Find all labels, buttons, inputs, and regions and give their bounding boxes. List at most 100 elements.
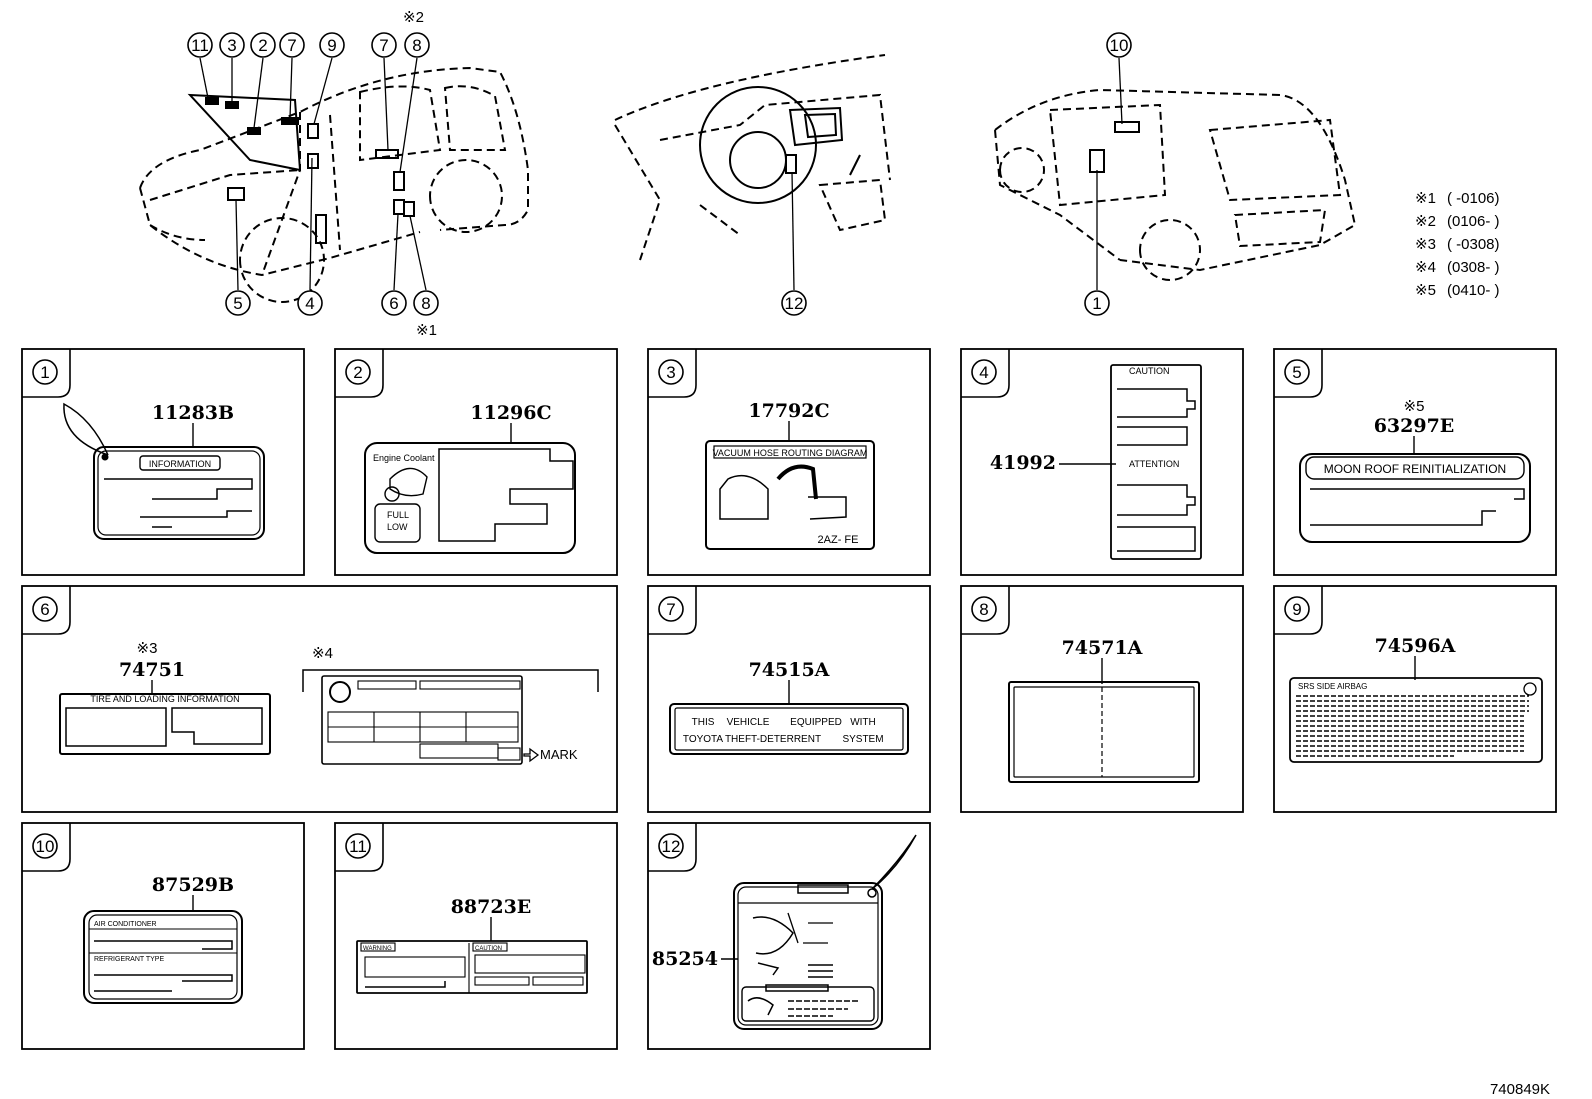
panel-callout: 4: [971, 359, 997, 385]
date-note-range: ( -0106): [1447, 190, 1500, 207]
date-note-range: ( -0308): [1447, 236, 1500, 253]
label-text: THIS: [692, 717, 715, 728]
front-vehicle-illustration: [139, 66, 529, 303]
callout-number: 1: [40, 363, 49, 382]
label-outline: [474, 976, 530, 986]
label-line: [171, 707, 263, 745]
label-line: [94, 974, 233, 982]
label-outline: [419, 680, 521, 690]
callout-number: 2: [353, 363, 362, 382]
date-note-ref: ※4: [312, 645, 333, 662]
callout-number: 6: [389, 294, 398, 313]
label-line: [788, 1000, 858, 1017]
callout-number: 11: [191, 36, 209, 55]
airbag-text-lines: [1296, 695, 1529, 757]
label-heading: AIR CONDITIONER: [94, 921, 157, 928]
label-line: [797, 884, 849, 894]
callout-5: 5: [225, 290, 251, 316]
tag-string: [63, 402, 109, 456]
rear-vehicle-illustration: [994, 88, 1357, 281]
callout-number: 2: [258, 36, 267, 55]
date-note-mark: ※3: [1415, 236, 1436, 253]
warning-icon: [1523, 682, 1537, 696]
dashboard-illustration: [614, 54, 891, 261]
label-heading: SRS SIDE AIRBAG: [1298, 682, 1367, 691]
front-view-label-marks: [227, 123, 415, 244]
ac-label-inner: [88, 914, 238, 1000]
label-outline: [472, 942, 508, 952]
panel-border: [1273, 348, 1557, 576]
panel-border: [334, 822, 618, 1050]
panel-border: [1273, 585, 1557, 813]
label-line: [808, 964, 833, 978]
part-number: 41992: [990, 452, 1056, 474]
engine-code: 2AZ- FE: [818, 534, 859, 546]
callout-number: 12: [662, 837, 681, 856]
callout-number: 12: [785, 294, 804, 313]
callout-number: 8: [412, 36, 421, 55]
date-note-mark: ※4: [1415, 259, 1436, 276]
part-number: 74596A: [1375, 635, 1456, 657]
label-heading: TIRE AND LOADING INFORMATION: [90, 694, 239, 704]
callout-number: 7: [379, 36, 388, 55]
callout-number: 8: [421, 294, 430, 313]
callout-number: 11: [349, 837, 367, 856]
callout-number: 3: [666, 363, 675, 382]
arrow-icon: [523, 747, 540, 763]
engine-outline: [719, 474, 769, 520]
panel-callout: 2: [345, 359, 371, 385]
panel-callout: 8: [971, 596, 997, 622]
seat-figure: [752, 916, 794, 955]
label-line: [140, 510, 252, 518]
rear-leader-top: [1118, 57, 1123, 125]
label-line: [1117, 526, 1196, 552]
label-line: [94, 940, 233, 950]
part-number: 85254: [652, 948, 718, 970]
part-number: 11296C: [470, 402, 551, 424]
callout-12: 12: [781, 290, 807, 316]
callout-number: 7: [666, 600, 675, 619]
date-note-range: (0308- ): [1447, 259, 1500, 276]
label-line: [1310, 488, 1525, 500]
theft-label: [669, 703, 909, 755]
label-line: [757, 962, 780, 976]
hose-line: [776, 464, 818, 500]
date-note-ref: ※5: [1404, 398, 1425, 415]
label-text: WITH: [850, 717, 876, 728]
rear-label-mark-top: [1114, 121, 1140, 133]
callout-4: 4: [297, 290, 323, 316]
panel-callout: 5: [1284, 359, 1310, 385]
callout-8: 8: [404, 32, 430, 58]
reservoir-icon: [374, 503, 421, 543]
panel-callout: 12: [658, 833, 684, 859]
panel-border: [647, 348, 931, 576]
moonroof-header-box: [1305, 456, 1525, 480]
callout-number: 1: [1092, 294, 1101, 313]
panel-callout: 1: [32, 359, 58, 385]
panel-tab: [1274, 349, 1323, 398]
panel-callout: 10: [32, 833, 58, 859]
panel-tab: [648, 823, 697, 872]
label-text: THEFT-DETERRENT: [725, 734, 821, 745]
callout-2: 2: [250, 32, 276, 58]
label-heading: CAUTION: [475, 946, 502, 952]
date-note-mark: ※1: [1415, 190, 1436, 207]
note-above-8: ※2: [403, 9, 424, 26]
callout-11: 11: [187, 32, 213, 58]
label-heading: INFORMATION: [149, 459, 211, 469]
label-line: [65, 707, 167, 747]
reservoir-cap-icon: [384, 486, 400, 502]
panel-tab: [22, 823, 71, 872]
label-heading: MOON ROOF REINITIALIZATION: [1324, 462, 1506, 476]
panel-tab: [22, 349, 71, 398]
panel-tab: [648, 349, 697, 398]
label-outline: [357, 680, 417, 690]
callout-9: 9: [319, 32, 345, 58]
part-number: 63297E: [1374, 415, 1455, 437]
panel-border: [21, 585, 618, 813]
label-line: [787, 912, 833, 944]
